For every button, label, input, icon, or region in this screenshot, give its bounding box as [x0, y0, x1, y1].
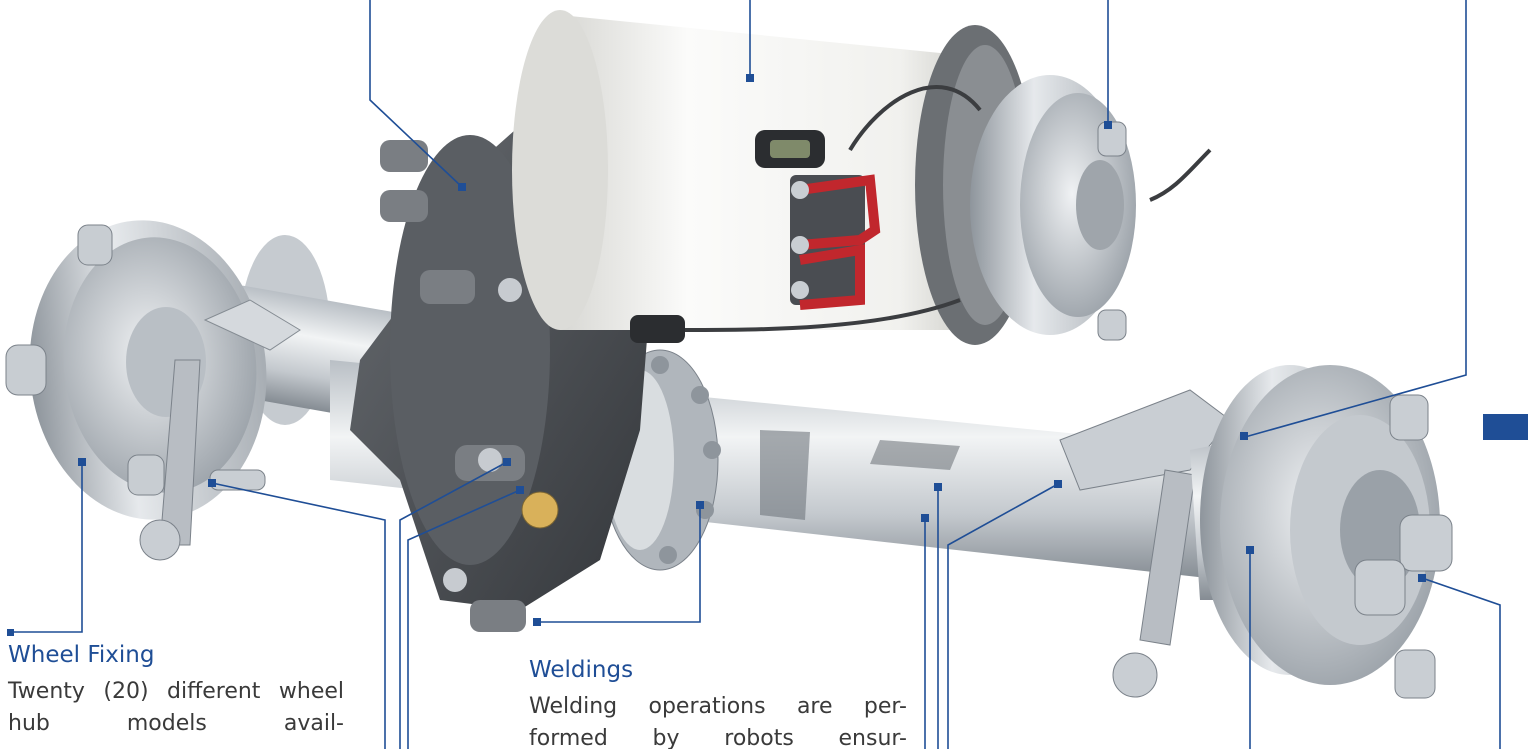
callout-leaders [10, 0, 1501, 749]
caption-title-weldings: Weldings [529, 657, 634, 683]
leader-housing-top [369, 0, 463, 188]
leader-bracket [947, 483, 1059, 749]
leader-wheel-fixing [10, 462, 83, 633]
caption-title-wheel-fixing: Wheel Fixing [8, 642, 155, 668]
leader-hub-left [211, 482, 386, 749]
callout-markers [7, 74, 1426, 636]
left-wheel-hub [5, 220, 439, 561]
right-wheel-hub [1059, 365, 1453, 699]
caption-body-wheel-fixing: Twenty (20) different wheel hub models a… [8, 679, 344, 736]
caption-weldings: Weldings Welding operations are per- for… [529, 655, 907, 749]
leader-weldings [537, 505, 701, 623]
leader-oil-plug [407, 489, 521, 749]
caption-body-weldings: Welding operations are per- formed by ro… [529, 694, 907, 749]
leader-support-right [1244, 0, 1467, 438]
leader-nut-right [1421, 577, 1501, 749]
edge-tab [1483, 414, 1528, 440]
caption-wheel-fixing: Wheel Fixing Twenty (20) different wheel… [8, 640, 344, 740]
electric-motor [512, 10, 1212, 345]
leader-bolt-housing [399, 461, 508, 749]
